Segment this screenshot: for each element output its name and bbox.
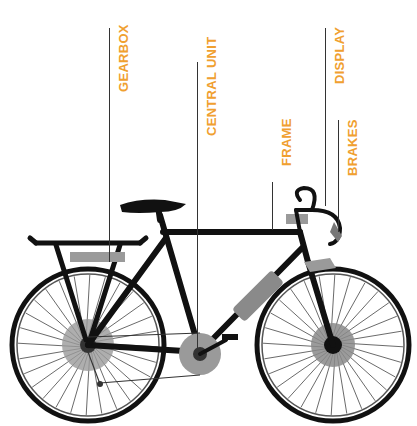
part-label: FRAME bbox=[279, 118, 294, 166]
central-unit bbox=[179, 333, 238, 375]
derailleur bbox=[97, 381, 103, 387]
chain bbox=[88, 333, 200, 384]
part-label: BRAKES bbox=[345, 119, 360, 176]
gearbox-housing bbox=[70, 252, 125, 262]
part-label: GEARBOX bbox=[116, 24, 131, 92]
display-unit bbox=[304, 258, 336, 272]
brake-lever bbox=[330, 222, 342, 242]
saddle bbox=[120, 200, 186, 213]
battery bbox=[232, 270, 284, 322]
frame bbox=[88, 206, 333, 352]
part-label: DISPLAY bbox=[332, 27, 347, 84]
part-label: CENTRAL UNIT bbox=[204, 37, 219, 136]
leader-lines bbox=[110, 28, 339, 348]
